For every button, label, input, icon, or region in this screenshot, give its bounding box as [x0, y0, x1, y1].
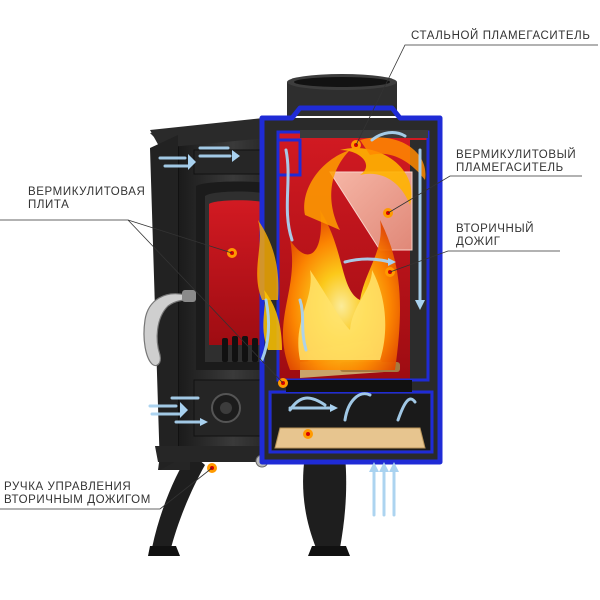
label-steel-baffle-text: СТАЛЬНОЙ ПЛАМЕГАСИТЕЛЬ — [411, 30, 591, 42]
label-vermiculite-plate: ВЕРМИКУЛИТОВАЯ ПЛИТА — [28, 186, 145, 212]
label-control-handle-line2: ВТОРИЧНЫМ ДОЖИГОМ — [4, 494, 151, 506]
stove-legs — [148, 449, 350, 556]
label-control-handle-line1: РУЧКА УПРАВЛЕНИЯ — [4, 481, 132, 493]
label-secondary-burn-line2: ДОЖИГ — [456, 236, 501, 248]
label-vermiculite-plate-line1: ВЕРМИКУЛИТОВАЯ — [28, 186, 146, 198]
label-vermiculite-baffle-line2: ПЛАМЕГАСИТЕЛЬ — [456, 162, 564, 174]
label-vermiculite-baffle-line1: ВЕРМИКУЛИТОВЫЙ — [456, 149, 577, 161]
air-flow-arrow-icon — [148, 131, 422, 517]
label-steel-baffle: СТАЛЬНОЙ ПЛАМЕГАСИТЕЛЬ — [411, 30, 590, 43]
label-control-handle: РУЧКА УПРАВЛЕНИЯ ВТОРИЧНЫМ ДОЖИГОМ — [4, 481, 151, 507]
air-flow-arrowheads — [180, 150, 425, 472]
label-secondary-burn: ВТОРИЧНЫЙ ДОЖИГ — [456, 223, 534, 249]
label-vermiculite-baffle: ВЕРМИКУЛИТОВЫЙ ПЛАМЕГАСИТЕЛЬ — [456, 149, 576, 175]
label-vermiculite-plate-line2: ПЛИТА — [28, 199, 70, 211]
leader-lines — [0, 44, 598, 510]
door-handle-icon[interactable] — [143, 290, 196, 367]
label-secondary-burn-line1: ВТОРИЧНЫЙ — [456, 223, 535, 235]
